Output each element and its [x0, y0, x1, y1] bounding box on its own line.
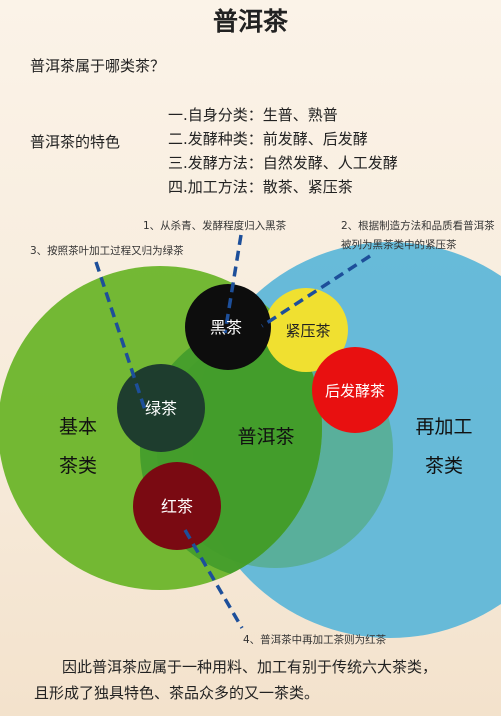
- question-text: 普洱茶属于哪类茶？: [30, 57, 166, 75]
- pointer-line-3: [94, 261, 147, 411]
- black-tea-circle: [185, 284, 271, 370]
- note-3: 3、按照茶叶加工过程又归为绿茶: [30, 245, 184, 257]
- features-label: 普洱茶的特色: [30, 133, 121, 151]
- feature-line-2: 二.发酵种类：前发酵、后发酵: [168, 130, 368, 148]
- center-label: 普洱茶: [237, 426, 294, 448]
- pointer-line-2: [261, 254, 371, 328]
- red-tea-label: 红茶: [161, 497, 193, 516]
- left-circle-label-2: 茶类: [59, 455, 97, 477]
- pointer-lines: [94, 234, 371, 629]
- note-4: 4、普洱茶中再加工茶则为红茶: [243, 634, 387, 646]
- note-2-line-2: 被列为黑茶类中的紧压茶: [341, 239, 457, 251]
- note-1: 1、从杀青、发酵程度归入黑茶: [143, 220, 287, 232]
- compressed-tea-label: 紧压茶: [285, 322, 330, 340]
- compressed-tea-circle: [264, 288, 348, 372]
- right-circle-label-2: 茶类: [425, 455, 463, 477]
- left-circle-label-1: 基本: [59, 416, 97, 438]
- note-2-line-1: 2、根据制造方法和品质看普洱茶: [341, 220, 495, 232]
- page-title: 普洱茶: [212, 7, 288, 36]
- feature-line-1: 一.自身分类：生普、熟普: [168, 106, 338, 124]
- pointer-line-1: [223, 234, 243, 334]
- green-tea-circle: [117, 364, 205, 452]
- pointer-line-4: [183, 529, 244, 629]
- post-fermented-circle: [312, 347, 398, 433]
- right-circle-label-1: 再加工: [415, 416, 472, 438]
- feature-line-3: 三.发酵方法：自然发酵、人工发酵: [168, 154, 398, 172]
- black-tea-label: 黑茶: [210, 318, 242, 337]
- red-tea-circle: [133, 462, 221, 550]
- feature-line-4: 四.加工方法：散茶、紧压茶: [168, 178, 353, 196]
- green-tea-label: 绿茶: [145, 399, 177, 418]
- conclusion-line-2: 且形成了独具特色、茶品众多的又一茶类。: [34, 684, 320, 702]
- post-fermented-label: 后发酵茶: [325, 382, 385, 400]
- conclusion-line-1: 因此普洱茶应属于一种用料、加工有别于传统六大茶类，: [62, 658, 438, 676]
